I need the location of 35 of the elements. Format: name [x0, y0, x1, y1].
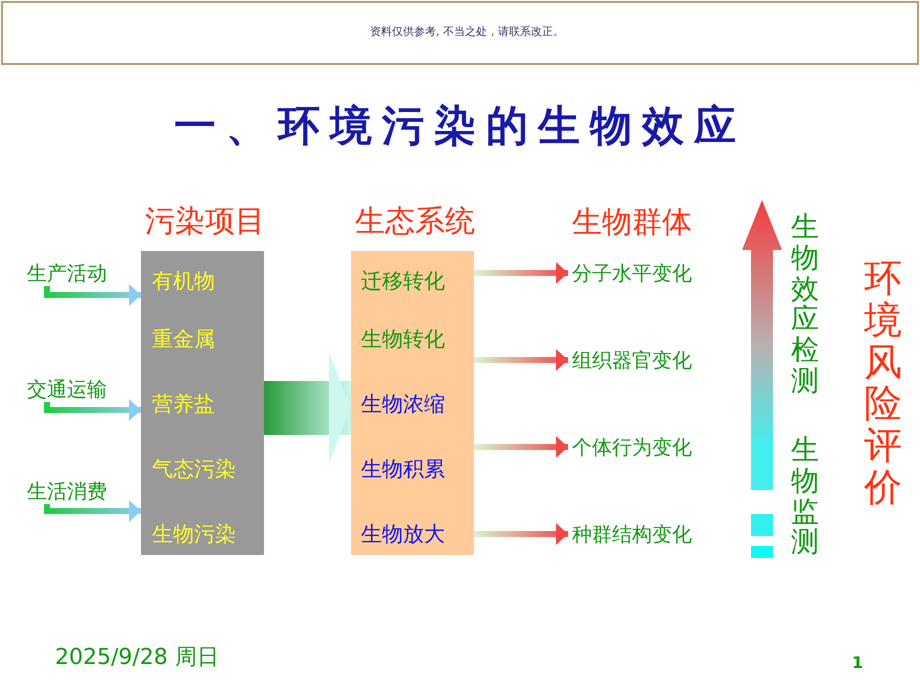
process-label: 生物放大 [361, 521, 445, 547]
arrow [474, 349, 568, 371]
page-number: 1 [852, 653, 864, 672]
pollutant-label: 重金属 [152, 326, 215, 352]
process-label: 生物浓缩 [361, 391, 445, 417]
slide-title: 一、环境污染的生物效应 [173, 100, 747, 152]
vertical-label: 生物效应检测 [791, 212, 819, 397]
source-label: 生活消费 [27, 478, 107, 504]
pollutant-label: 有机物 [152, 268, 215, 294]
pollutant-label: 气态污染 [152, 456, 236, 482]
effect-label: 个体行为变化 [572, 434, 692, 460]
date-label: 2025/9/28 周日 [55, 644, 219, 672]
ecosystem-heading: 生态系统 [354, 203, 476, 241]
process-label: 生物积累 [361, 456, 445, 482]
arrow [44, 399, 141, 421]
disclaimer-note: 资料仅供参考, 不当之处，请联系改正。 [370, 24, 564, 39]
pollutant-label: 营养盐 [152, 391, 215, 417]
effect-label: 种群结构变化 [572, 521, 692, 547]
side-heading: 环境风险评价 [864, 258, 902, 509]
source-label: 生产活动 [27, 260, 107, 286]
arrow [44, 284, 141, 306]
pollutant-label: 生物污染 [152, 521, 236, 547]
arrow [474, 436, 568, 458]
effect-label: 组织器官变化 [572, 347, 692, 373]
arrow [474, 262, 568, 284]
block-arrow [264, 353, 351, 463]
organisms-heading: 生物群体 [572, 204, 692, 242]
arrow [44, 500, 141, 522]
pollution-sources-heading: 污染项目 [144, 203, 266, 241]
arrow [474, 523, 568, 545]
source-label: 交通运输 [27, 376, 107, 402]
process-label: 迁移转化 [361, 268, 445, 294]
effect-label: 分子水平变化 [572, 260, 692, 286]
vertical-label: 生物监测 [791, 435, 819, 558]
process-label: 生物转化 [361, 326, 445, 352]
